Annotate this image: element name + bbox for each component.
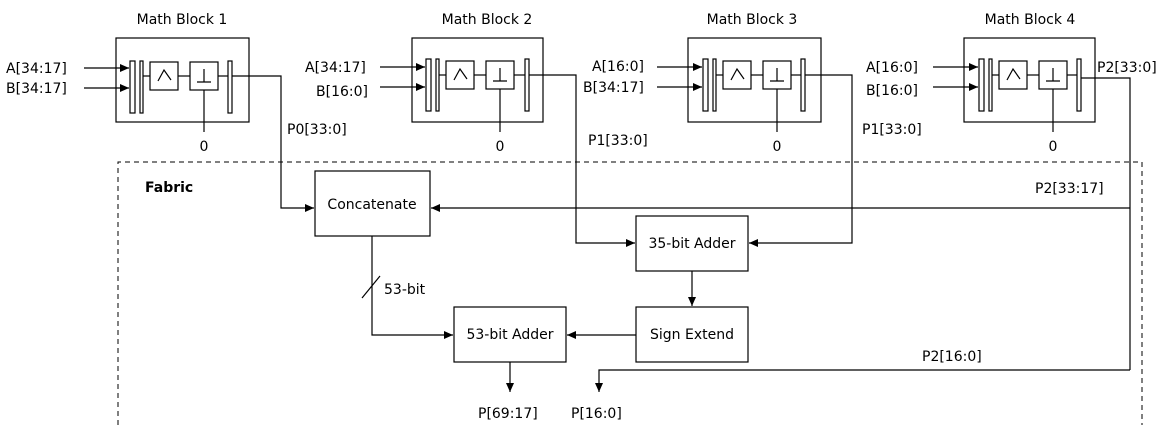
- math-block-4-input-register: [978, 58, 985, 112]
- p0-wire: [232, 75, 314, 212]
- math-block-4-input-a: A[16:0]: [866, 60, 918, 76]
- math-block-3-output-register: [800, 58, 806, 112]
- math-block-4-frame: [963, 37, 1096, 123]
- math-block-2: Math Block 2 0 A[34:17] B[16:0] P1[33:0]: [305, 12, 648, 155]
- math-block-2-frame: [411, 37, 544, 123]
- p2-high-label: P2[33:17]: [1035, 181, 1104, 197]
- math-block-2-multiplier: [445, 60, 475, 90]
- concatenate-to-adder-53-wire: [371, 236, 453, 339]
- output-high-label: P[69:17]: [478, 406, 538, 422]
- math-block-4-input-b: B[16:0]: [866, 83, 918, 99]
- math-block-1-output-label: P0[33:0]: [287, 122, 347, 138]
- math-block-1-output-register: [227, 60, 233, 114]
- math-block-2-zero: 0: [496, 139, 505, 155]
- math-block-1-frame: [115, 37, 250, 123]
- math-block-1-input-b: B[34:17]: [6, 81, 67, 97]
- sign-extend-box: [635, 306, 749, 363]
- fabric-label: Fabric: [145, 180, 193, 196]
- math-block-2-output-register: [524, 58, 530, 112]
- math-block-3-zero: 0: [773, 139, 782, 155]
- math-block-3-input-a: A[16:0]: [592, 59, 644, 75]
- concatenate-box: [314, 170, 431, 237]
- math-block-1-input-a: A[34:17]: [6, 61, 67, 77]
- math-block-2-title: Math Block 2: [442, 12, 533, 28]
- sign-extend-label: Sign Extend: [650, 327, 734, 343]
- p1-wire-block3: [749, 74, 853, 247]
- math-block-3-title: Math Block 3: [707, 12, 798, 28]
- adder-35-box: [635, 215, 749, 272]
- math-block-3-output-label: P1[33:0]: [862, 122, 922, 138]
- adder-53-box: [453, 306, 567, 363]
- math-block-3-input-register: [702, 58, 709, 112]
- math-block-3-frame: [687, 37, 822, 123]
- math-block-4-multiplier: [998, 60, 1028, 90]
- p2-low-wire: [595, 369, 1130, 392]
- bus-width-slash: [361, 275, 381, 299]
- math-block-3-multiplier: [722, 60, 752, 90]
- math-block-4-title: Math Block 4: [985, 12, 1076, 28]
- math-block-3: Math Block 3 0 A[16:0] B[34:17] P1[33:0]: [583, 12, 922, 155]
- adder-53-label: 53-bit Adder: [466, 327, 553, 343]
- math-block-4-output-register: [1076, 58, 1082, 112]
- math-block-1: Math Block 1 0 A[34:17] B[34:17] P0[33:0…: [6, 12, 347, 155]
- p2-low-label: P2[16:0]: [922, 349, 982, 365]
- math-block-2-output-label: P1[33:0]: [588, 133, 648, 149]
- math-block-4: Math Block 4 0 A[16:0] B[16:0] P2[33:0]: [866, 12, 1157, 155]
- math-block-4-output-label: P2[33:0]: [1097, 60, 1157, 76]
- p2-wire: [1081, 77, 1131, 370]
- fabric-boundary: [117, 161, 1143, 425]
- adder-35-label: 35-bit Adder: [648, 236, 735, 252]
- p1-wire-block2: [529, 74, 635, 247]
- concatenate-label: Concatenate: [327, 197, 416, 213]
- math-block-1-multiplier: [149, 61, 179, 91]
- math-block-4-zero: 0: [1049, 139, 1058, 155]
- math-block-2-input-b: B[16:0]: [316, 84, 368, 100]
- math-block-1-title: Math Block 1: [137, 12, 228, 28]
- bus-width-label: 53-bit: [384, 282, 426, 298]
- math-block-2-input-a: A[34:17]: [305, 60, 366, 76]
- output-low-label: P[16:0]: [571, 406, 622, 422]
- math-block-1-input-register: [129, 60, 136, 114]
- math-block-2-input-register: [425, 58, 432, 112]
- math-block-3-input-b: B[34:17]: [583, 80, 644, 96]
- math-block-1-zero: 0: [200, 139, 209, 155]
